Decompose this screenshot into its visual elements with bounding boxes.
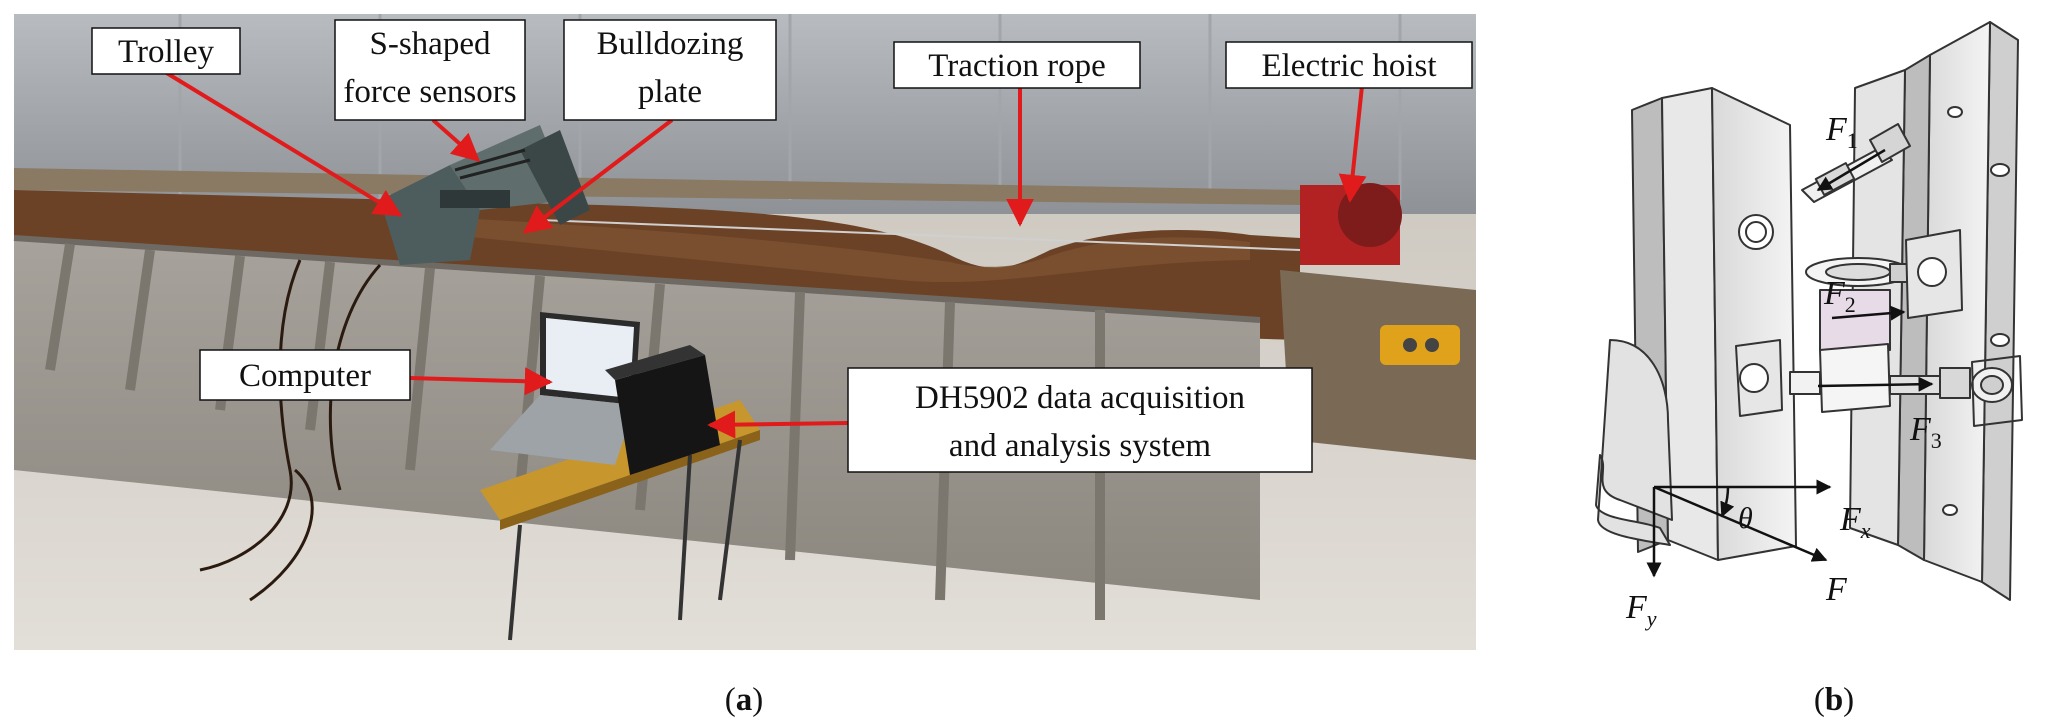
soil-highlight [400, 215, 1250, 283]
label-plate-line1: Bulldozing [597, 26, 744, 62]
label-fx: Fx [1839, 501, 1871, 543]
caption-a: (a) [725, 682, 764, 718]
label-trolley: Trolley [91, 27, 241, 75]
label-f: F [1825, 571, 1848, 608]
rear-bolts [1942, 106, 2010, 516]
arrow-f3 [1817, 376, 1934, 392]
label-f3: F3 [1909, 411, 1942, 453]
trolley-device [380, 125, 590, 265]
sensor-f2 [1805, 229, 1963, 351]
label-f1: F1 [1825, 111, 1858, 153]
arrow-hoist [1338, 85, 1367, 203]
label-daq-line2: and analysis system [949, 428, 1211, 464]
label-computer: Computer [199, 349, 411, 401]
label-hoist: Electric hoist [1225, 41, 1473, 89]
label-sensors: S-shaped force sensors [334, 19, 526, 121]
label-daq-line1: DH5902 data acquisition [915, 380, 1245, 416]
panel-a-arrows [163, 70, 1367, 439]
sensor-f3 [1735, 339, 2023, 427]
label-plate-line2: plate [638, 74, 702, 110]
arrow-daq [707, 410, 849, 439]
desk-setup [480, 312, 760, 641]
label-plate: Bulldozing plate [563, 19, 777, 121]
label-f2: F2 [1823, 275, 1856, 317]
label-fy: Fy [1625, 589, 1657, 631]
label-hoist-text: Electric hoist [1261, 48, 1436, 84]
arrow-sensors [431, 118, 481, 162]
panel-b-force-arrows [1646, 148, 1934, 578]
label-sensors-line2: force sensors [343, 74, 516, 110]
hoist-platform [1280, 183, 1476, 460]
arrow-computer [409, 367, 553, 396]
arrow-f2 [1831, 305, 1906, 321]
traction-rope [539, 219, 1301, 251]
arrow-trolley [163, 70, 403, 217]
panel-b-diagram [1595, 21, 2023, 601]
front-bolt [1738, 214, 1774, 250]
arrow-f1 [1816, 148, 1886, 192]
label-daq: DH5902 data acquisition and analysis sys… [847, 367, 1313, 473]
caption-b: (b) [1814, 682, 1854, 718]
label-rope: Traction rope [893, 41, 1141, 89]
label-sensors-line1: S-shaped [370, 26, 491, 62]
panel-b-labels: F1 F2 F3 Fx Fy F θ [1625, 111, 1942, 631]
label-trolley-text: Trolley [118, 34, 214, 70]
theta-arc [1720, 486, 1735, 518]
label-rope-text: Traction rope [928, 48, 1106, 84]
label-computer-text: Computer [239, 358, 371, 394]
label-theta: θ [1738, 502, 1753, 535]
vector-f [1653, 485, 1828, 562]
arrow-plate [522, 118, 674, 234]
panel-a-labels: Trolley S-shaped force sensors Bulldozin… [91, 19, 1473, 473]
